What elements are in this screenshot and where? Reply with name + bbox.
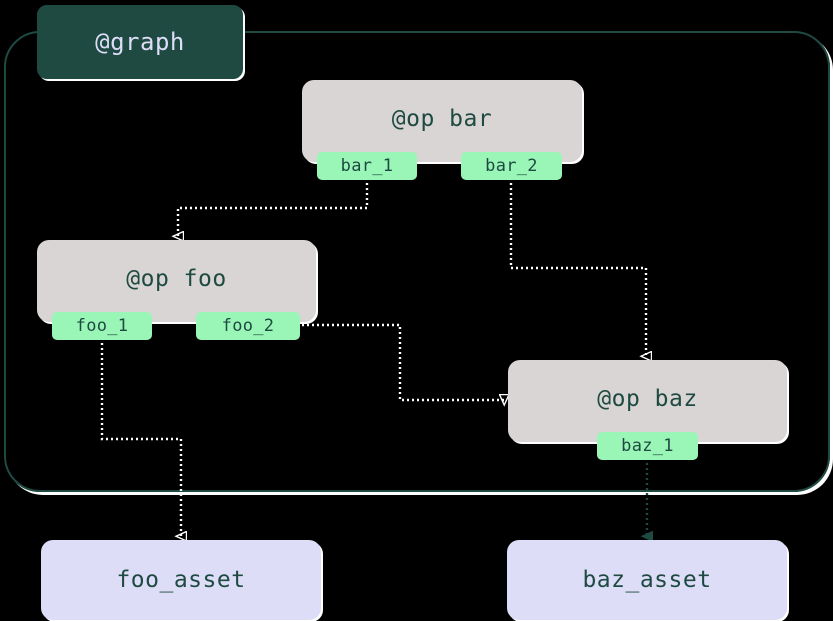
op-node-baz[interactable]: @op baz <box>508 360 787 442</box>
port-foo-1-label: foo_1 <box>75 316 129 336</box>
graph-cluster-border <box>4 31 830 492</box>
port-baz-1-label: baz_1 <box>621 436 674 456</box>
port-bar-2-label: bar_2 <box>485 156 538 176</box>
port-bar-2[interactable]: bar_2 <box>461 152 562 180</box>
op-node-bar-label: @op bar <box>391 106 493 132</box>
port-baz-1[interactable]: baz_1 <box>597 432 698 460</box>
port-bar-1[interactable]: bar_1 <box>317 152 417 180</box>
op-node-baz-label: @op baz <box>597 386 698 412</box>
op-node-foo[interactable]: @op foo <box>37 240 316 322</box>
port-foo-1[interactable]: foo_1 <box>52 312 152 340</box>
port-bar-1-label: bar_1 <box>340 156 394 176</box>
asset-node-baz-asset-label: baz_asset <box>582 567 712 593</box>
port-foo-2[interactable]: foo_2 <box>196 312 300 340</box>
op-node-foo-label: @op foo <box>126 266 227 292</box>
op-node-bar[interactable]: @op bar <box>302 80 582 162</box>
asset-node-foo-asset[interactable]: foo_asset <box>41 540 321 620</box>
graph-cluster-label-text: @graph <box>95 28 185 56</box>
port-foo-2-label: foo_2 <box>221 316 275 336</box>
asset-node-baz-asset[interactable]: baz_asset <box>507 540 787 620</box>
asset-node-foo-asset-label: foo_asset <box>116 567 246 593</box>
graph-cluster-label[interactable]: @graph <box>37 5 243 79</box>
